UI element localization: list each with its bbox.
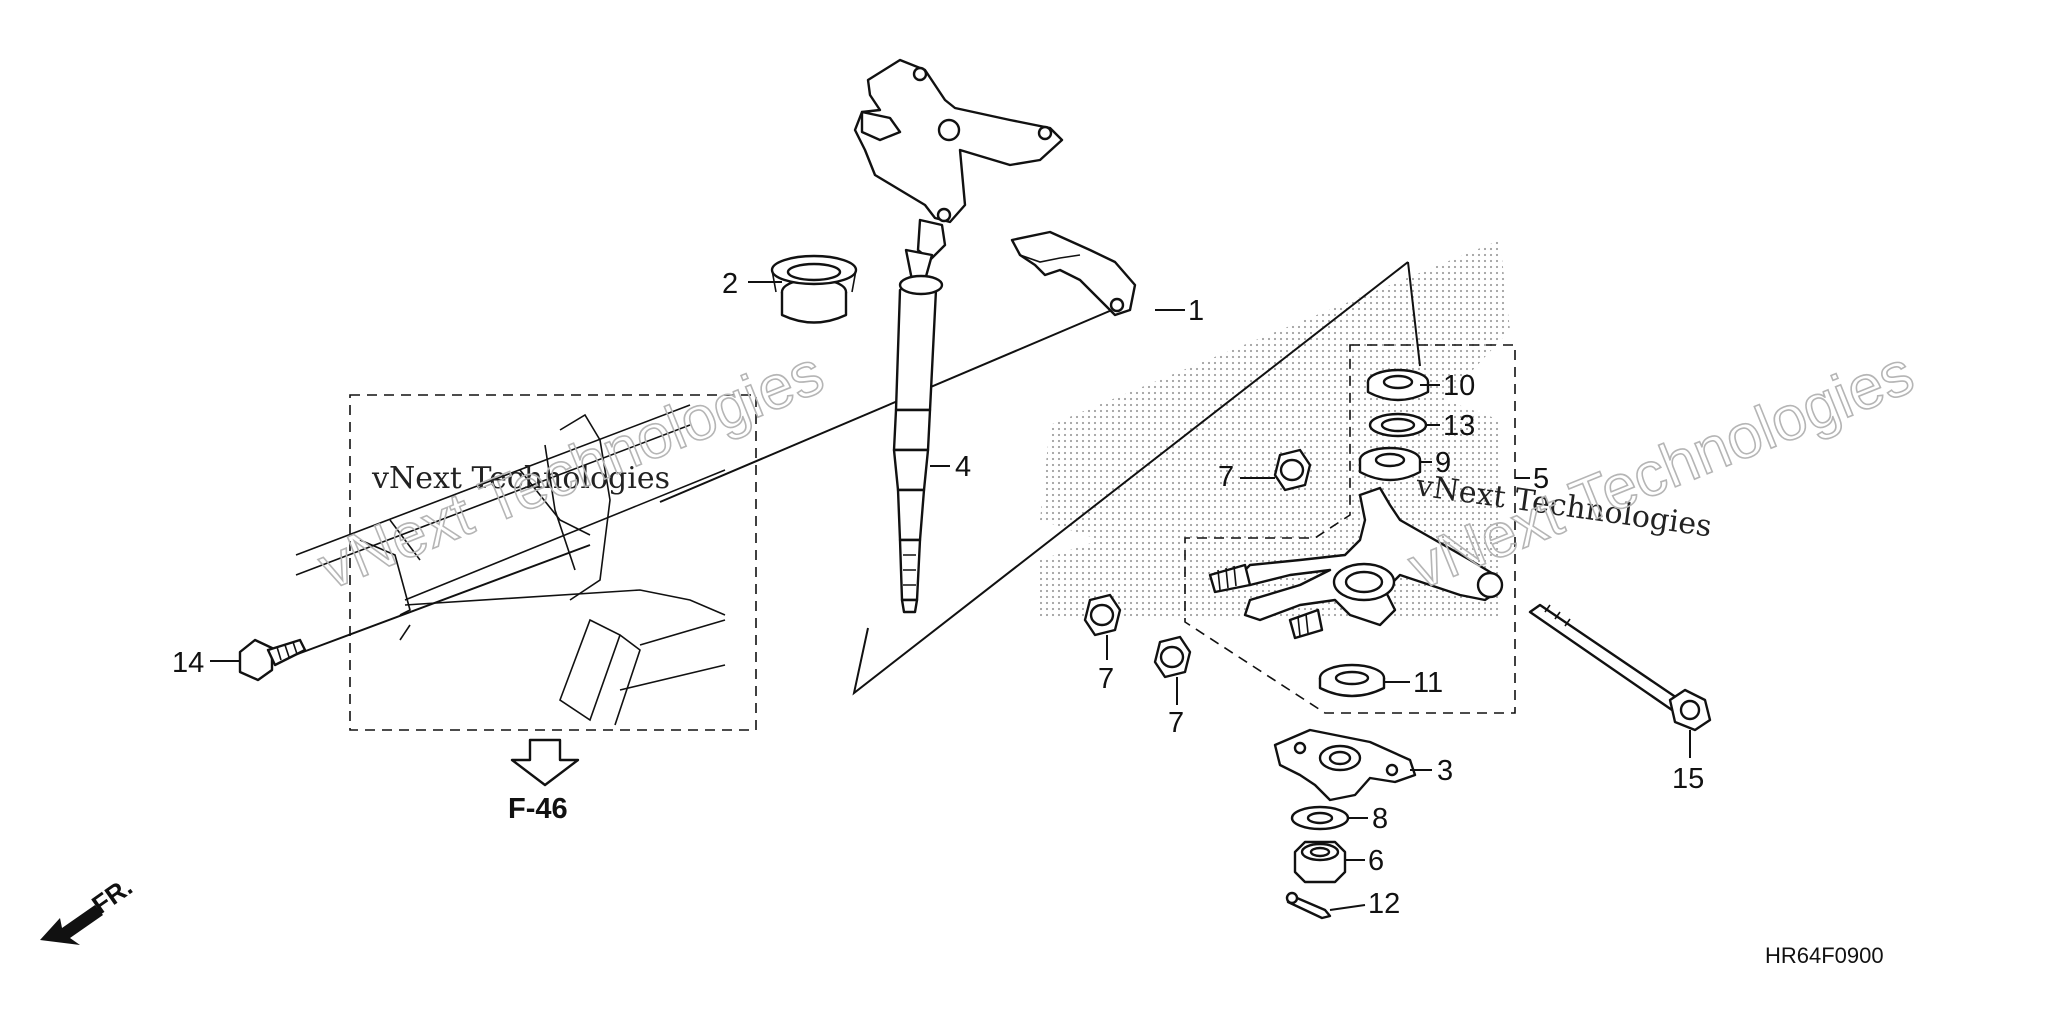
nut-7b (1083, 593, 1122, 637)
bolt-15 (1528, 603, 1712, 732)
callout-6: 6 (1368, 845, 1384, 877)
seal-13 (1368, 412, 1428, 438)
callout-2: 2 (722, 268, 738, 300)
washer-8 (1290, 805, 1350, 831)
steering-arm-5 (1208, 486, 1504, 640)
watermark-small-1: vNext Technologies (371, 461, 670, 496)
bearing-10 (1366, 368, 1430, 402)
bolt-14 (238, 638, 307, 682)
callout-7c: 7 (1168, 707, 1184, 739)
callout-10: 10 (1443, 370, 1475, 402)
clamp-1 (1010, 230, 1137, 317)
front-arrow-icon (40, 905, 103, 945)
callout-3: 3 (1437, 755, 1453, 787)
callout-5: 5 (1533, 463, 1549, 495)
steering-shaft-4 (853, 58, 1064, 614)
callout-1: 1 (1188, 295, 1204, 327)
nut-7c (1153, 635, 1192, 679)
callout-12: 12 (1368, 888, 1400, 920)
callout-9: 9 (1435, 447, 1451, 479)
callout-7b: 7 (1098, 663, 1114, 695)
holder-3 (1273, 728, 1417, 802)
dust-seal-2 (770, 254, 858, 324)
callout-13: 13 (1443, 410, 1475, 442)
nut-6 (1293, 840, 1347, 884)
leader-lines (210, 281, 1691, 911)
assembly-box-5 (1184, 344, 1516, 714)
reference-box (349, 394, 757, 731)
callout-15: 15 (1672, 763, 1704, 795)
callout-8: 8 (1372, 803, 1388, 835)
cotter-pin-12 (1285, 891, 1332, 920)
callout-7a: 7 (1218, 461, 1234, 493)
frame-sketch (295, 404, 726, 726)
callout-14: 14 (172, 647, 204, 679)
nut-7a (1273, 448, 1312, 492)
reference-arrow (510, 738, 580, 787)
leader-14-frame (294, 544, 591, 656)
leader-1-frame (659, 309, 1113, 503)
oil-seal-11 (1318, 663, 1386, 698)
bearing-9 (1358, 446, 1422, 482)
reference-label: F-46 (508, 793, 568, 825)
diagram-code: HR64F0900 (1765, 943, 1884, 968)
leader-triangle (852, 261, 1421, 696)
callout-4: 4 (955, 451, 971, 483)
callout-11: 11 (1413, 667, 1443, 699)
